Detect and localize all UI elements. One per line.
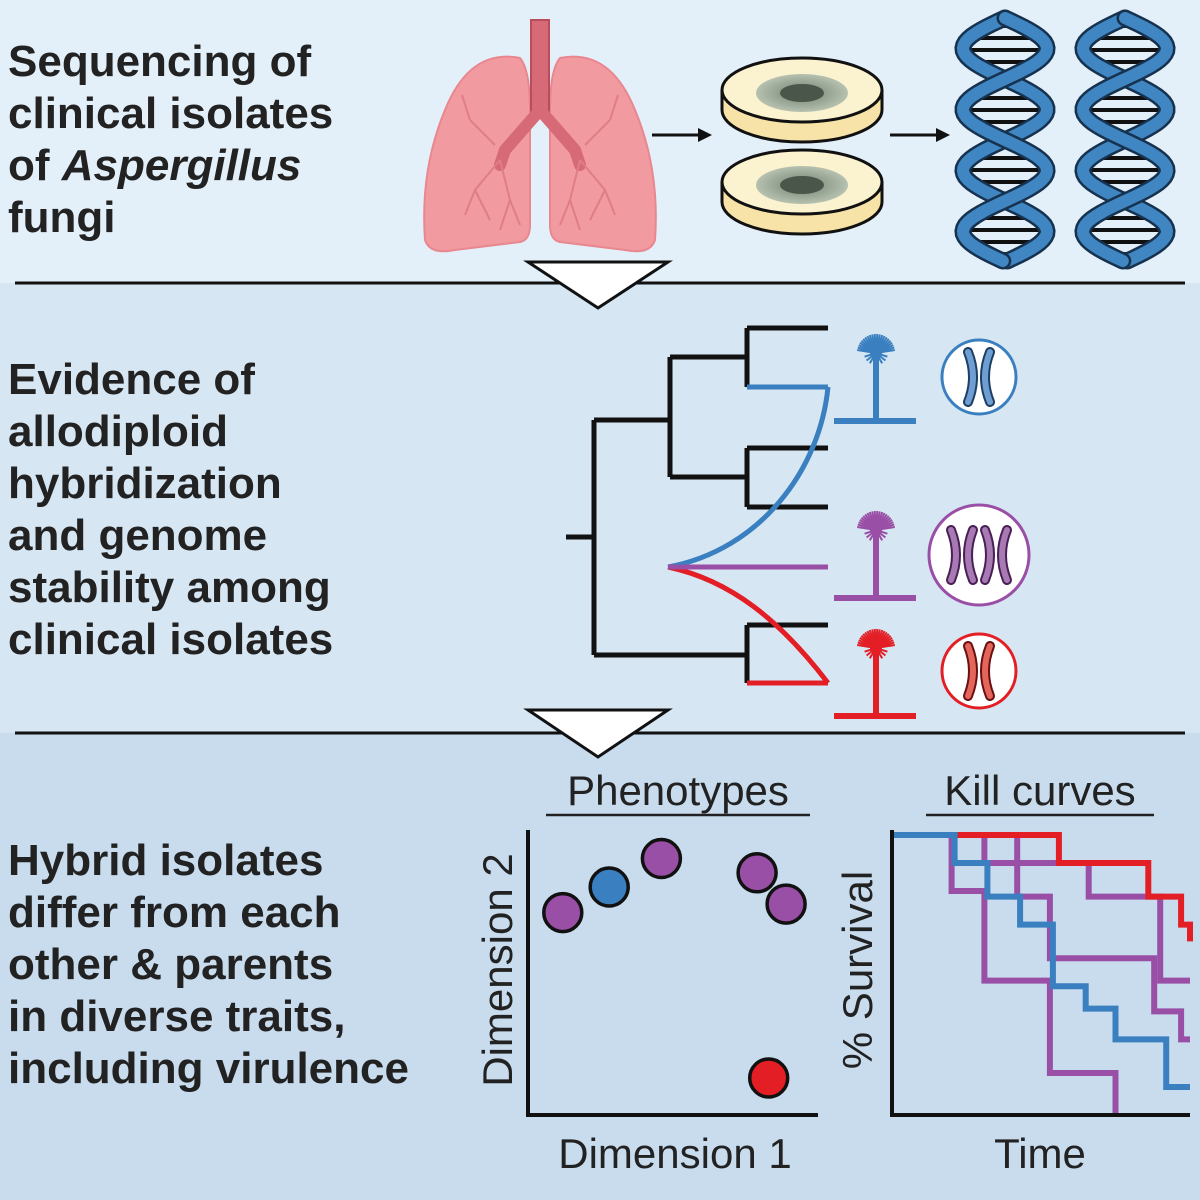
arrow-icon: [890, 128, 950, 142]
dna-helix-icon: [1074, 9, 1176, 270]
heading-line: clinical isolates: [8, 615, 334, 664]
scatter-point: [747, 1057, 790, 1099]
panel-phenotypes: [0, 733, 1200, 1200]
heading-line: Hybrid isolates: [8, 836, 324, 885]
scatter-point: [736, 852, 778, 894]
conidiophore-icon: [834, 333, 916, 424]
arrow-icon: [652, 128, 712, 142]
heading-line: fungi: [8, 193, 116, 242]
heading-line: stability among: [8, 563, 331, 612]
axes: [890, 830, 1190, 1117]
y-axis-label: % Survival: [834, 871, 881, 1069]
phenotypes-chart: Phenotypes Dimension 1 Dimension 2: [474, 767, 818, 1177]
section-2-heading: Evidence of allodiploid hybridization an…: [8, 354, 333, 666]
axes: [526, 830, 818, 1117]
petri-dish-icon: [720, 56, 884, 144]
conidiophore-icon: [834, 628, 916, 719]
chromosome-icon: [940, 632, 1018, 710]
heading-line: in diverse traits,: [8, 992, 346, 1041]
chart-title: Phenotypes: [567, 767, 789, 814]
lungs-icon: [423, 19, 657, 253]
section-3-heading: Hybrid isolates differ from each other &…: [8, 835, 409, 1095]
heading-line: Evidence of: [8, 355, 255, 404]
genus-name: Aspergillus: [61, 141, 302, 190]
conidiophore-icon: [834, 510, 916, 601]
section-1-heading: Sequencing of clinical isolates of Asper…: [8, 36, 333, 244]
heading-line: hybridization: [8, 459, 282, 508]
heading-line-prefix: of: [8, 141, 62, 190]
divider-1: [15, 260, 1185, 310]
heading-line: other & parents: [8, 940, 334, 989]
heading-line: Sequencing of: [8, 37, 312, 86]
heading-line: of Aspergillus: [8, 140, 333, 192]
kill-curves-chart: Kill curves Time % Survival: [834, 767, 1193, 1177]
y-axis-label: Dimension 2: [474, 853, 521, 1086]
scatter-point: [542, 891, 584, 934]
heading-line: clinical isolates: [8, 89, 334, 138]
dna-helix-icon: [954, 9, 1056, 270]
survival-curve: [892, 832, 1193, 942]
scatter-point: [588, 866, 630, 908]
heading-line: allodiploid: [8, 407, 228, 456]
chromosome-pair-icon: [927, 503, 1031, 607]
phylogenetic-tree: [566, 325, 831, 686]
survival-curve: [892, 832, 1190, 1090]
chromosome-icon: [940, 338, 1018, 416]
heading-line: including virulence: [8, 1044, 409, 1093]
petri-dish-icon: [720, 148, 884, 236]
heading-line: and genome: [8, 511, 268, 560]
survival-curve: [892, 832, 1190, 984]
scatter-point: [765, 883, 807, 925]
heading-line: differ from each: [8, 888, 341, 937]
scatter-point: [640, 837, 683, 880]
divider-2: [15, 708, 1185, 759]
x-axis-label: Time: [994, 1130, 1086, 1177]
x-axis-label: Dimension 1: [558, 1130, 791, 1177]
chart-title: Kill curves: [944, 767, 1135, 814]
survival-curve: [892, 832, 1119, 1115]
